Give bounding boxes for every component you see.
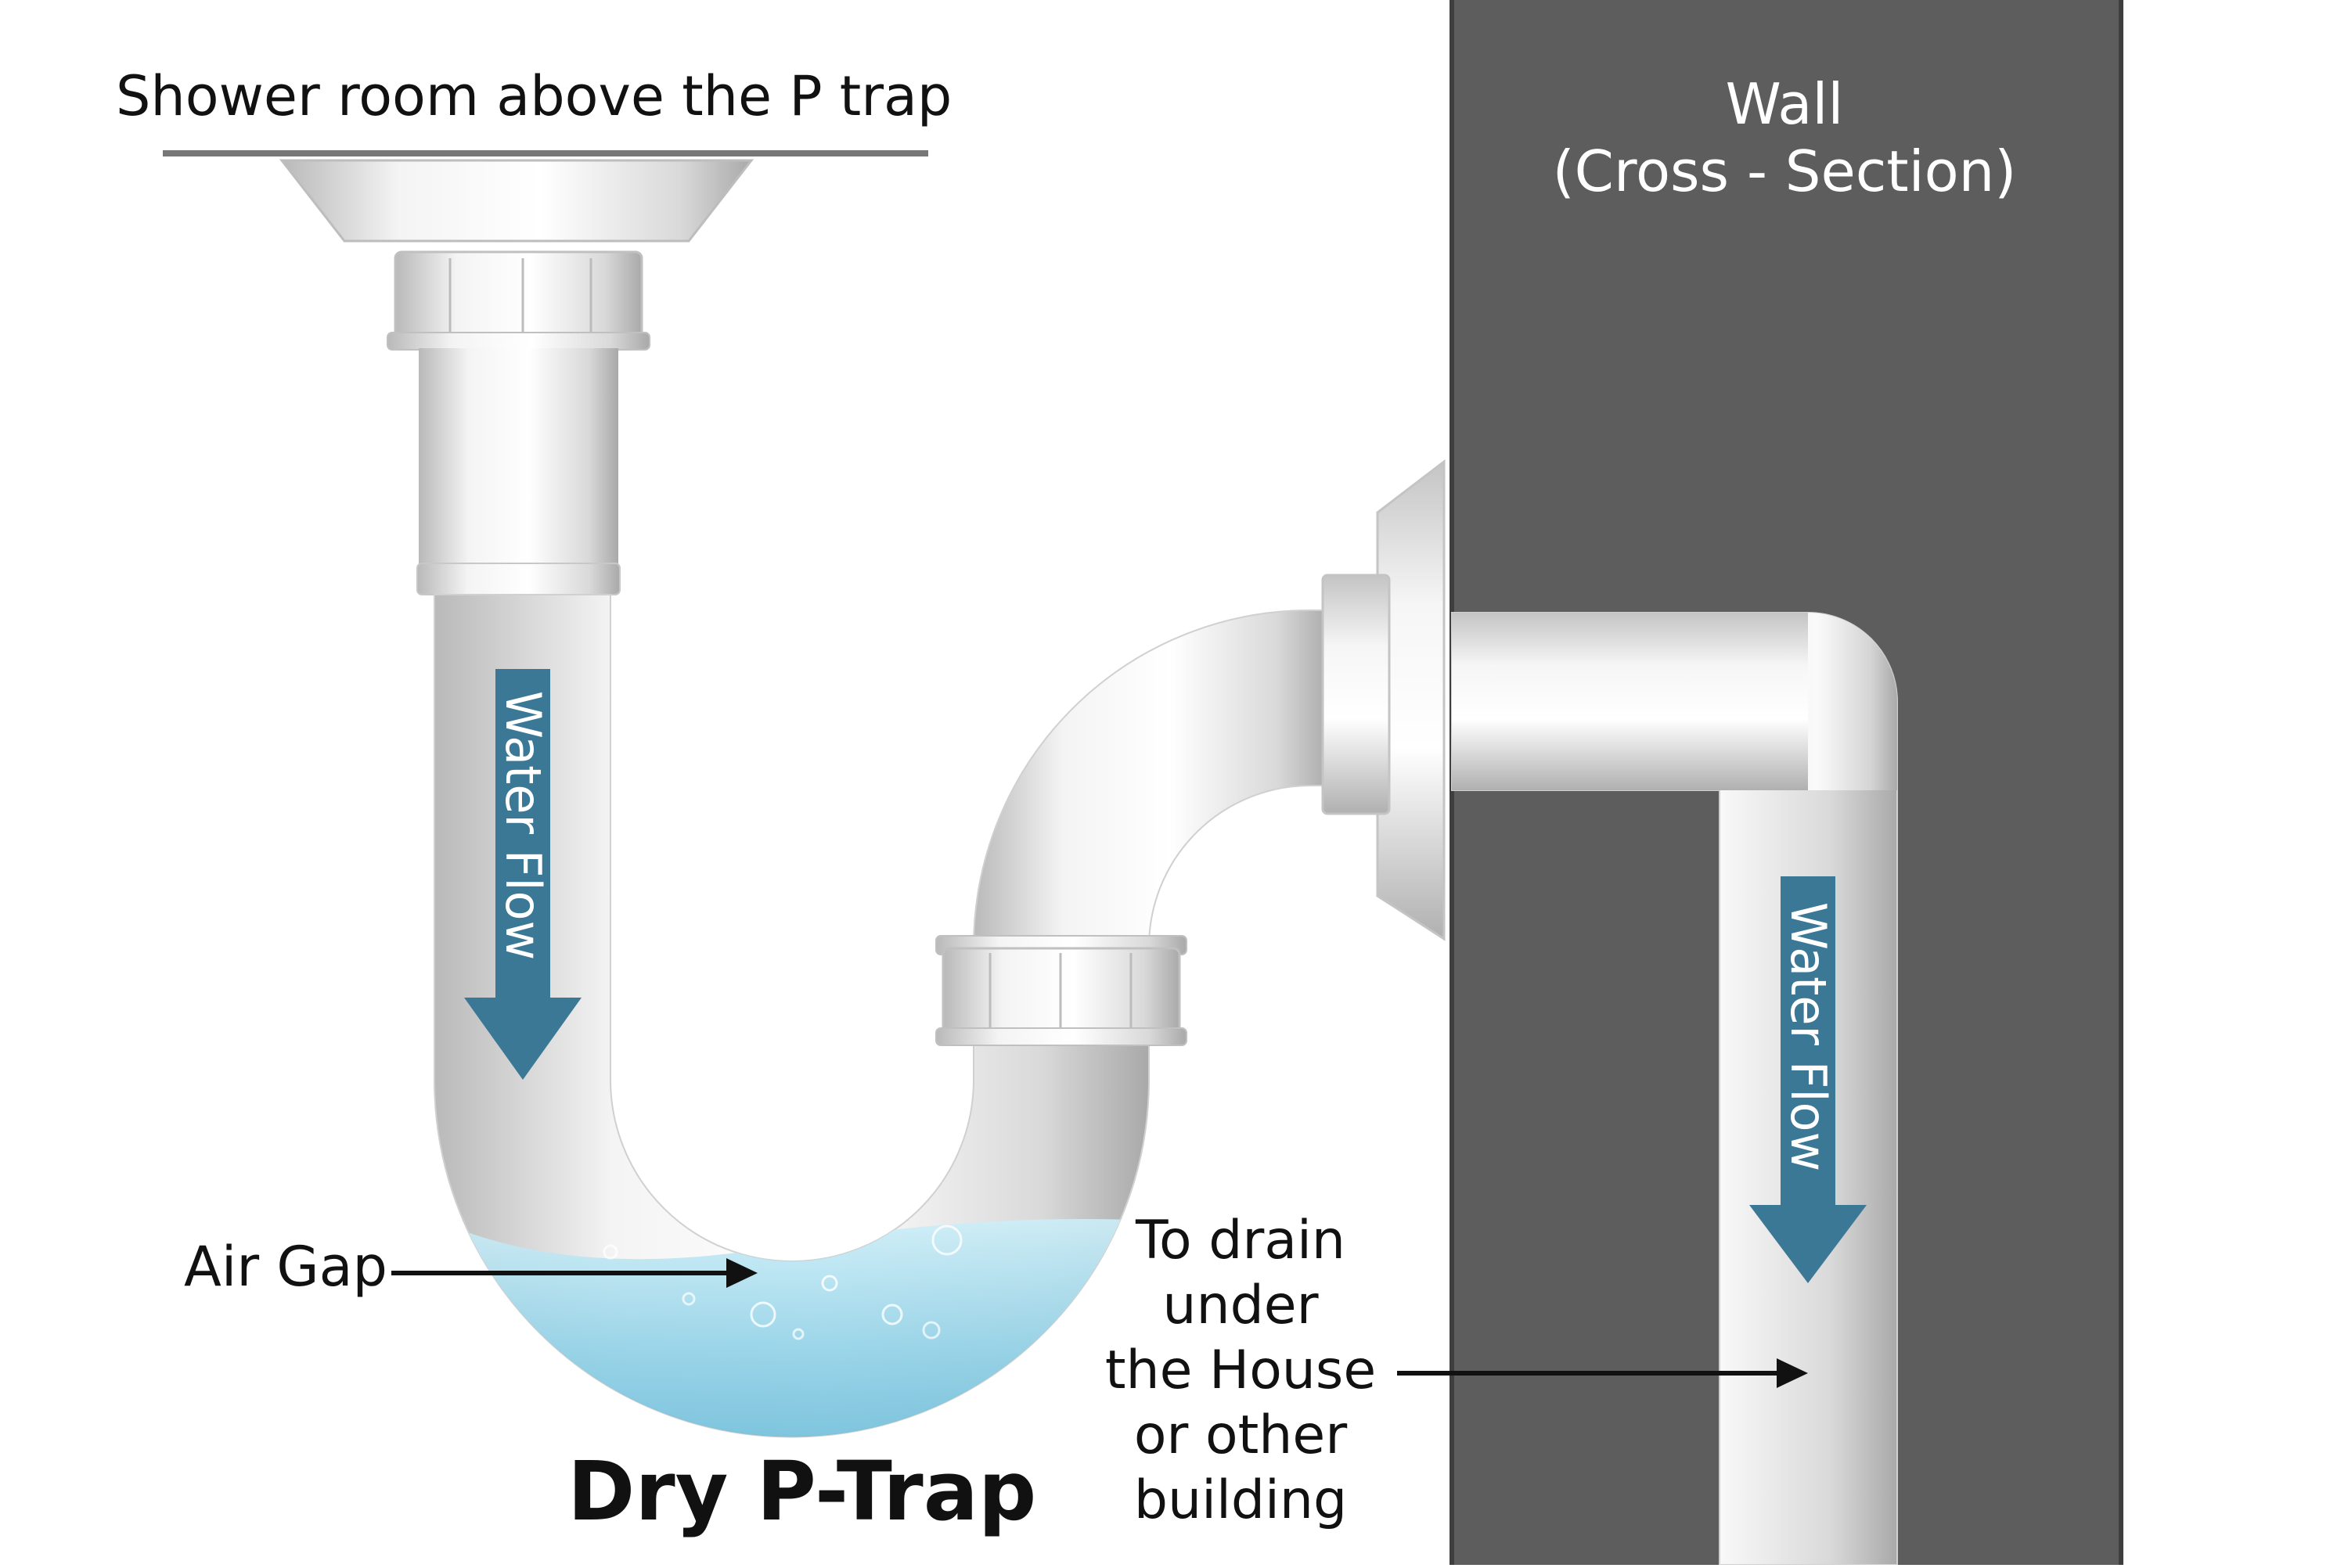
upper-coupling [394,250,643,340]
drain-label-line: under [1162,1274,1319,1336]
trap-arm [972,610,1331,948]
drain-pointer [1397,1358,1808,1388]
shower-room-label: Shower room above the P trap [116,64,953,128]
wall-label-line1: Wall [1725,71,1844,137]
drain-label-line: To drain [1136,1210,1345,1271]
water-flow-label-right: Water Flow [1780,901,1837,1172]
flow-arrow-left [464,669,582,1080]
wall-label-line2: (Cross - Section) [1552,138,2017,205]
wall-label: Wall (Cross - Section) [1534,70,2035,206]
water-flow-label-left: Water Flow [495,690,552,961]
drain-label-line: building [1133,1469,1348,1531]
flow-arrow-right [1749,876,1867,1283]
drain-destination-label: To drain under the House or other buildi… [1088,1209,1393,1534]
air-gap-label: Air Gap [184,1235,387,1299]
shower-drain [279,159,754,243]
diagram-title: Dry P-Trap [567,1444,1037,1539]
floor-line [163,150,928,156]
tailpiece [419,348,618,579]
air-gap-pointer [391,1258,758,1288]
wall-flange [1376,459,1446,941]
drain-label-line: the House [1104,1339,1377,1401]
drain-label-line: or other [1133,1404,1348,1466]
